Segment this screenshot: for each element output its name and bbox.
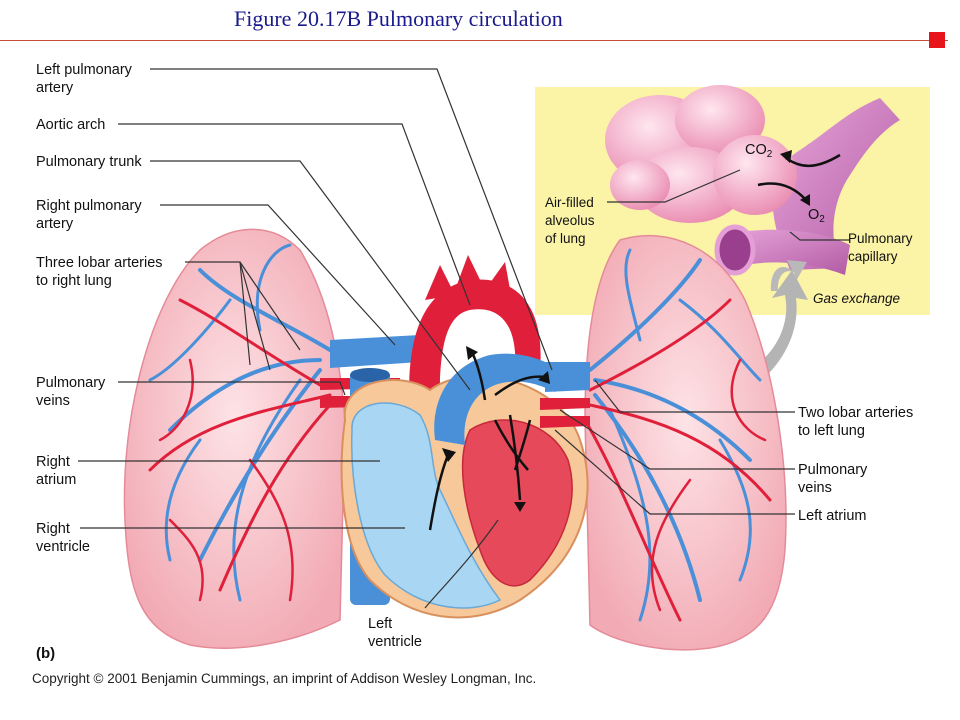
capillary-opening <box>714 224 756 276</box>
right-lung <box>123 228 346 649</box>
capillary-tube <box>772 98 900 270</box>
leader-lines <box>78 68 850 609</box>
left-lung-vessels <box>583 248 772 622</box>
label-co2: CO2 <box>745 142 773 160</box>
title-rule <box>0 40 948 41</box>
label-right-atrium: Right atrium <box>36 454 77 488</box>
label-gas-exchange: Gas exchange <box>813 291 901 306</box>
copyright-notice: Copyright © 2001 Benjamin Cummings, an i… <box>32 671 537 686</box>
right-atrium-ventricle <box>351 402 502 609</box>
left-pulmonary-vein-upper <box>540 398 590 410</box>
right-pulmonary-artery <box>330 335 420 368</box>
panel-letter: (b) <box>36 645 56 662</box>
label-left-ventricle: Left ventricle <box>368 616 422 650</box>
alveolus-lobe-4 <box>713 135 797 215</box>
gas-exchange-inset <box>535 85 930 315</box>
label-o2: O2 <box>808 207 825 225</box>
label-left-pulmonary-artery: Left pulmonary artery <box>36 62 132 96</box>
label-air-filled-alveolus: Air-filled alveolus of lung <box>545 195 595 246</box>
right-lung-vessels <box>148 243 332 602</box>
left-pulmonary-vein-lower <box>540 416 590 428</box>
corner-mark <box>929 32 945 48</box>
label-pulmonary-trunk: Pulmonary trunk <box>36 154 142 170</box>
aortic-arch <box>409 279 541 420</box>
left-pulmonary-artery <box>545 362 590 392</box>
label-pulmonary-capillary: Pulmonary capillary <box>848 231 913 264</box>
zoom-arrow <box>750 270 808 382</box>
alveolus-lobe-5 <box>610 160 670 210</box>
label-right-ventricle: Right ventricle <box>36 521 90 555</box>
label-left-atrium: Left atrium <box>798 508 867 524</box>
left-lung <box>584 235 787 651</box>
label-pulmonary-veins-right: Pulmonary veins <box>36 375 106 409</box>
pulmonary-trunk <box>434 353 560 445</box>
label-aortic-arch: Aortic arch <box>36 117 106 133</box>
inset-pointer-arrow <box>770 260 807 291</box>
arrowheads <box>442 346 550 512</box>
o2-arrow <box>757 182 807 201</box>
label-three-lobar-arteries: Three lobar arteries to right lung <box>36 255 163 289</box>
label-pulmonary-veins-left: Pulmonary veins <box>798 462 868 496</box>
label-right-pulmonary-artery: Right pulmonary artery <box>36 198 142 232</box>
label-two-lobar-arteries: Two lobar arteries to left lung <box>798 405 914 439</box>
slide-title: Figure 20.17B Pulmonary circulation <box>234 6 563 31</box>
